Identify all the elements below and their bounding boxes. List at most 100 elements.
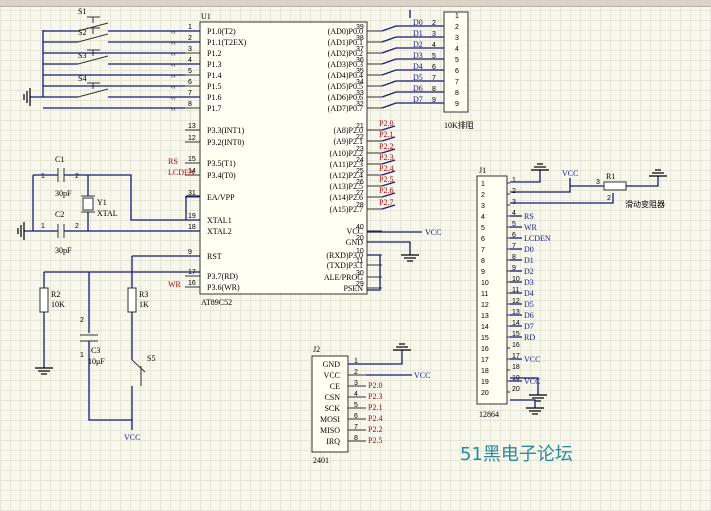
rpack-left-number: 3: [432, 31, 436, 38]
crystal-y1: [82, 197, 94, 211]
j2-pin-name: SCK: [324, 404, 340, 413]
u1-pin-number: 16: [188, 280, 196, 287]
u1-pin-name: P1.5: [207, 82, 221, 91]
switch-contact: [77, 33, 109, 43]
pin-marker: ‹‹: [171, 73, 176, 80]
u1-pin-name: (TXD)P3.1: [327, 261, 363, 270]
rpack-left-number: 4: [432, 42, 436, 49]
ground-symbol: [649, 169, 667, 177]
u1-pin-name: P3.6(WR): [207, 283, 240, 292]
ground-symbol: [393, 343, 411, 351]
j2-net-label: P2.4: [368, 414, 382, 423]
rpack-net: D4: [413, 62, 423, 71]
u1-pin-name: P3.2(INT0): [207, 138, 244, 147]
pin-marker: ‹‹: [171, 29, 176, 36]
p2-net-label: P2.0: [379, 119, 393, 128]
j2-pin-number: 8: [354, 435, 358, 442]
u1-pin-name: P1.1(T2EX): [207, 38, 247, 47]
u1-pin-name: (RXD)P3.0: [326, 251, 363, 260]
r3-value: 1K: [139, 300, 149, 309]
u1-pin-name: (AD1)P0.1: [328, 38, 363, 47]
crystal-circuit: C1 1 2 30pF C2 1 2 30pF Y1 XT: [17, 155, 200, 255]
s5-contact: [131, 359, 146, 373]
c2-value: 30pF: [55, 246, 72, 255]
j1-pin-number: 4: [481, 214, 485, 221]
u1-pin-name: P1.3: [207, 60, 221, 69]
j2-net-label: P2.3: [368, 392, 382, 401]
rpack-net: D1: [413, 29, 423, 38]
u1-pin-number: 3: [188, 46, 192, 53]
u1-pin-number: 39: [356, 24, 364, 31]
r1-label: 滑动变阻器: [625, 199, 665, 209]
rpack-left-number: 8: [432, 86, 436, 93]
switch-contact: [77, 55, 109, 65]
j1-ref: J1: [479, 166, 486, 175]
rpack-pin-number: 6: [455, 68, 459, 75]
j1-pin-index: 4: [512, 210, 516, 217]
c3-ref: C3: [91, 346, 100, 355]
j1-pin-number: 2: [481, 192, 485, 199]
u1-p3-wire: [367, 254, 381, 291]
reset-circuit: R2 10K 2 1 C3 10μF R3 1K S5 VCC: [35, 255, 200, 442]
u1-pin-number: 33: [356, 90, 364, 97]
u1-pin-number: 12: [188, 135, 196, 142]
j1-pin-number: 1: [481, 181, 485, 188]
j2-pin-number: 1: [354, 358, 358, 365]
s5-ref[interactable]: S5: [147, 354, 155, 363]
svg-text:2: 2: [607, 195, 611, 202]
u1-pin-number: 13: [188, 123, 196, 130]
switch-label[interactable]: S1: [78, 7, 86, 16]
y1-ref: Y1: [97, 198, 107, 207]
j2-net-label: P2.1: [368, 403, 382, 412]
u1-pin-number: 14: [188, 168, 196, 175]
rpack-net: D7: [413, 95, 423, 104]
j2-net-label: VCC: [414, 371, 430, 380]
rs-net: RS: [168, 157, 178, 166]
switch-label[interactable]: S3: [78, 51, 86, 60]
u1-pin-number: 34: [356, 79, 364, 86]
u1-pin-name: (AD3)P0.3: [328, 60, 363, 69]
u1-pin-name: (AD4)P0.4: [328, 71, 363, 80]
j2-part: 2401: [313, 456, 329, 465]
u1-right-pins: 39(AD0)P0.038(AD1)P0.137(AD2)P0.236(AD3)…: [324, 24, 444, 293]
j2-net-label: P2.0: [368, 381, 382, 390]
switch-contact: [77, 88, 109, 98]
u1-pin-number: 30: [356, 270, 364, 277]
j1-net-label: D5: [524, 300, 534, 309]
u1-pin-number: 20: [356, 235, 364, 242]
rpack-left-number: 2: [432, 20, 436, 27]
j1-vcc-top: VCC: [562, 169, 578, 178]
j1-net-label: LCDEN: [524, 234, 551, 243]
c3-value: 10μF: [88, 357, 105, 366]
u1-pin-name: (AD2)P0.2: [328, 49, 363, 58]
u1-pin-name: (AD7)P0.7: [328, 104, 363, 113]
j1-pin-number: 8: [481, 258, 485, 265]
j1-body: [476, 175, 508, 405]
j1-net-label: D1: [524, 256, 534, 265]
j2-pin-number: 6: [354, 413, 358, 420]
y1-value: XTAL: [97, 209, 118, 218]
wr-net: WR: [168, 280, 182, 289]
j1-pin-index: 1: [512, 177, 516, 184]
u1-pin-number: 23: [356, 146, 364, 153]
resistor-r2: [39, 287, 49, 313]
switch-label[interactable]: S4: [78, 74, 86, 83]
u1-net-labels: RS LCDEN WR: [168, 157, 195, 289]
j1-pin-number: 11: [481, 291, 488, 298]
p2-net-label: P2.6: [379, 186, 393, 195]
switch-label[interactable]: S2: [78, 28, 86, 37]
u1-pin-name: P3.7(RD): [207, 272, 238, 281]
u1-pin-name: (AD0)P0.0: [328, 27, 363, 36]
j1-pin-number: 16: [481, 346, 489, 353]
u1-pin-number: 8: [188, 101, 192, 108]
rpack-net: D0: [413, 18, 423, 27]
u1-pin-name: (A15)P2.7: [329, 205, 363, 214]
j2-pin-name: VCC: [324, 371, 340, 380]
j1-pin-number: 10: [481, 280, 489, 287]
j2-pin-name: MOSI: [320, 415, 340, 424]
